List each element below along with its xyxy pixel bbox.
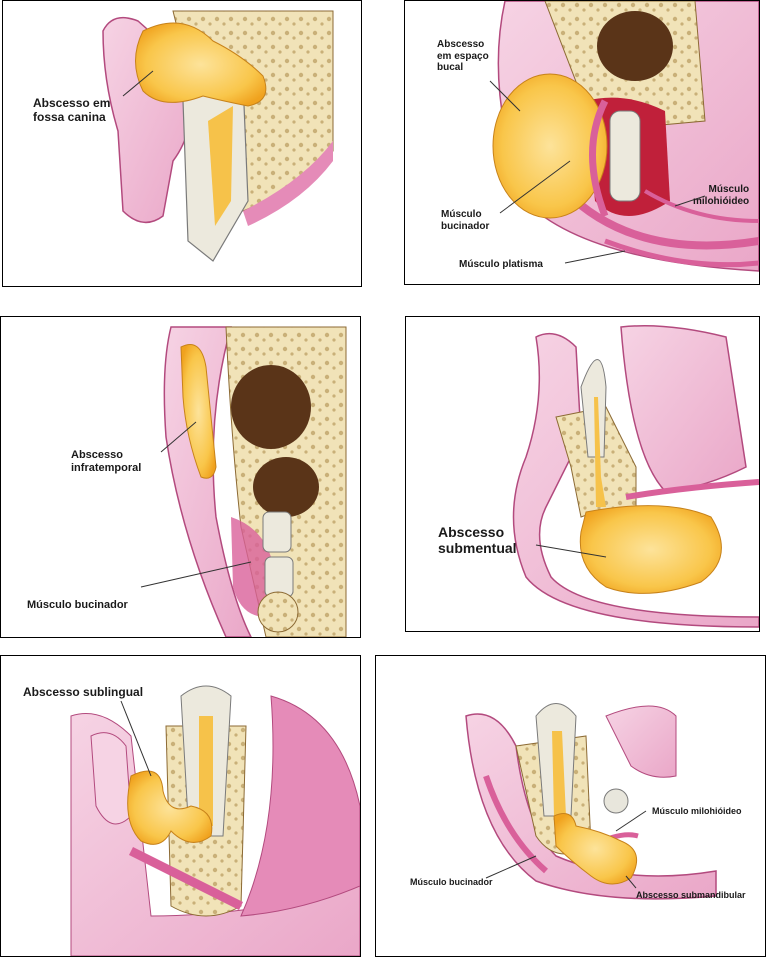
label-canine-fossa-abscess: Abscesso em fossa canina bbox=[33, 97, 110, 125]
canine-fossa-illustration bbox=[3, 1, 361, 286]
infratemporal-illustration bbox=[1, 317, 360, 637]
label-submandibular-abscess: Abscesso submandibular bbox=[636, 890, 746, 900]
panel-sublingual: Abscesso sublingual bbox=[0, 655, 361, 957]
label-buccinator-muscle: Músculo bucinador bbox=[441, 209, 489, 232]
label-buccinator-muscle-3: Músculo bucinador bbox=[410, 877, 493, 887]
sublingual-illustration bbox=[1, 656, 360, 956]
panel-infratemporal: Abscesso infratemporal Músculo bucinador bbox=[0, 316, 361, 638]
label-mylohyoid-muscle-2: Músculo milohióideo bbox=[652, 806, 742, 816]
panel-submandibular: Músculo milohióideo Músculo bucinador Ab… bbox=[375, 655, 766, 957]
label-buccal-space-abscess: Abscesso em espaço bucal bbox=[437, 39, 489, 74]
panel-canine-fossa: Abscesso em fossa canina bbox=[2, 0, 362, 287]
label-mylohyoid-muscle: Músculo milohióideo bbox=[693, 184, 749, 207]
label-buccinator-muscle-2: Músculo bucinador bbox=[27, 599, 128, 612]
panel-buccal-space: Abscesso em espaço bucal Músculo bucinad… bbox=[404, 0, 760, 285]
submental-illustration bbox=[406, 317, 759, 631]
label-infratemporal-abscess: Abscesso infratemporal bbox=[71, 449, 141, 474]
panel-submental: Abscesso submentual bbox=[405, 316, 760, 632]
label-sublingual-abscess: Abscesso sublingual bbox=[23, 686, 143, 700]
label-platysma-muscle: Músculo platisma bbox=[459, 259, 543, 271]
label-submental-abscess: Abscesso submentual bbox=[438, 524, 517, 556]
abscess-mass bbox=[580, 506, 721, 594]
